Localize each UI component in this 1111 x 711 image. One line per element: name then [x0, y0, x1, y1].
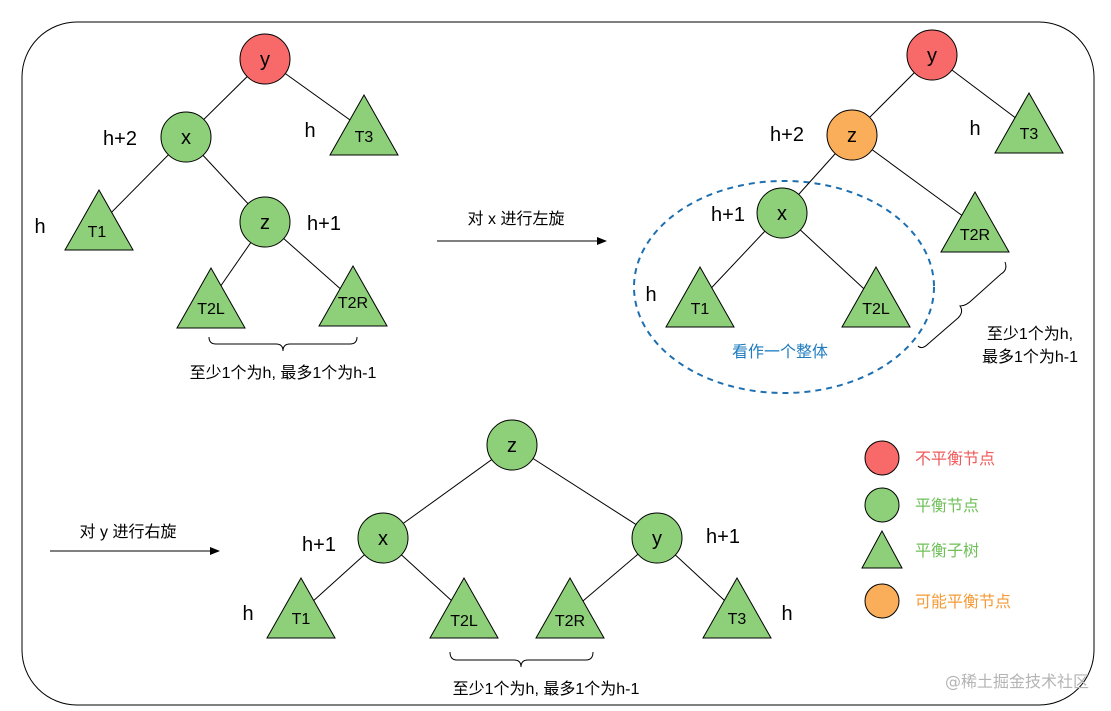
node-x: [357, 512, 409, 564]
height-label-z: h+1: [307, 213, 341, 235]
height-label-y: h+1: [706, 526, 740, 548]
step-right-rotate: 对 y 进行右旋: [50, 523, 220, 555]
node-x: [756, 187, 808, 239]
subtree-t3: [702, 576, 772, 639]
node-z: [239, 196, 291, 248]
subtree-t1-label: T1: [292, 611, 311, 628]
legend-maybe-swatch: [864, 583, 900, 619]
subtree-t1: [64, 188, 134, 251]
edge-z-y: [511, 444, 658, 539]
height-label-x: h+2: [103, 128, 137, 150]
subtree-t1-label: T1: [88, 224, 107, 241]
left-rotate-label: 对 x 进行左旋: [468, 210, 565, 228]
step-left-rotate: 对 x 进行左旋: [437, 210, 607, 245]
node-y-label: y: [260, 49, 270, 71]
height-label-t1: h: [645, 284, 656, 306]
node-x-label: x: [378, 528, 388, 550]
height-label-t1: h: [34, 216, 45, 238]
watermark: @稀土掘金技术社区: [945, 672, 1089, 691]
subtree-t2l: [176, 266, 246, 329]
subtree-t2l-label: T2L: [197, 301, 225, 318]
legend-unbalanced-label: 不平衡节点: [915, 449, 995, 468]
node-z-label: z: [507, 435, 517, 457]
subtree-t2r-label: T2R: [338, 295, 368, 312]
edge-z-x: [382, 444, 513, 539]
subtree-t3-label: T3: [1020, 126, 1039, 143]
subtree-t3-label: T3: [728, 611, 747, 628]
node-z-label: z: [260, 212, 270, 234]
node-x-label: x: [777, 203, 787, 225]
legend: 不平衡节点 平衡节点 平衡子树 可能平衡节点: [861, 440, 1011, 619]
panel-after-left-rotate: y z x T3 T2R T1 T2L h+2 h h+1 h 看作一个整体 至…: [633, 29, 1078, 394]
constraint-note-2b: 最多1个为h-1: [982, 348, 1078, 366]
node-x-label: x: [181, 127, 191, 149]
constraint-note-1: 至少1个为h, 最多1个为h-1: [190, 364, 377, 382]
constraint-note-3: 至少1个为h, 最多1个为h-1: [453, 680, 640, 698]
node-x: [160, 111, 212, 163]
subtree-t3-label: T3: [355, 129, 374, 146]
subtree-t3: [329, 93, 399, 156]
height-label-z: h+2: [770, 124, 804, 146]
constraint-note-2a: 至少1个为h,: [987, 325, 1073, 343]
subtree-t2l: [429, 576, 499, 639]
diagram-frame: [21, 21, 1095, 706]
legend-unbalanced-swatch: [864, 440, 900, 476]
subtree-t2l: [841, 265, 911, 328]
node-y-label: y: [652, 528, 662, 550]
node-y: [631, 512, 683, 564]
legend-balanced-swatch: [864, 487, 900, 523]
panel-original: y x z T3 T1 T2L T2R h+2 h h h+1 至少1个为h, …: [34, 33, 399, 382]
height-label-t3: h: [969, 118, 980, 140]
brace-t2: [208, 336, 358, 352]
node-y: [906, 29, 958, 81]
node-z: [826, 109, 878, 161]
subtree-t2r: [318, 264, 388, 327]
height-label-t3: h: [304, 120, 315, 142]
height-label-t1: h: [242, 603, 253, 625]
legend-subtree-label: 平衡子树: [915, 541, 979, 560]
node-y-label: y: [927, 45, 937, 67]
group-note: 看作一个整体: [732, 343, 828, 361]
height-label-x: h+1: [711, 204, 745, 226]
subtree-t2l-label: T2L: [450, 613, 478, 630]
legend-balanced-label: 平衡节点: [915, 496, 979, 515]
subtree-t2r-label: T2R: [555, 613, 585, 630]
subtree-t2r-label: T2R: [960, 227, 990, 244]
subtree-t2r: [940, 190, 1010, 253]
legend-subtree-swatch: [861, 529, 903, 569]
subtree-t2l-label: T2L: [862, 301, 890, 318]
node-z-label: z: [847, 125, 857, 147]
subtree-t1-label: T1: [691, 301, 710, 318]
node-y: [239, 33, 291, 85]
panel-after-right-rotate: z x y T1 T2L T2R T3 h+1 h+1 h h 至少1个为h, …: [242, 419, 793, 698]
legend-maybe-label: 可能平衡节点: [915, 592, 1011, 611]
node-z: [486, 419, 538, 471]
subtree-t2r: [535, 576, 605, 639]
subtree-t1: [266, 576, 336, 639]
brace-side: [917, 261, 1007, 349]
brace-t2: [449, 651, 594, 668]
group-ellipse: [633, 180, 935, 394]
height-label-t3: h: [781, 603, 792, 625]
subtree-t3: [994, 91, 1064, 154]
height-label-x: h+1: [302, 534, 336, 556]
right-rotate-label: 对 y 进行右旋: [80, 523, 177, 541]
subtree-t1: [665, 265, 735, 328]
